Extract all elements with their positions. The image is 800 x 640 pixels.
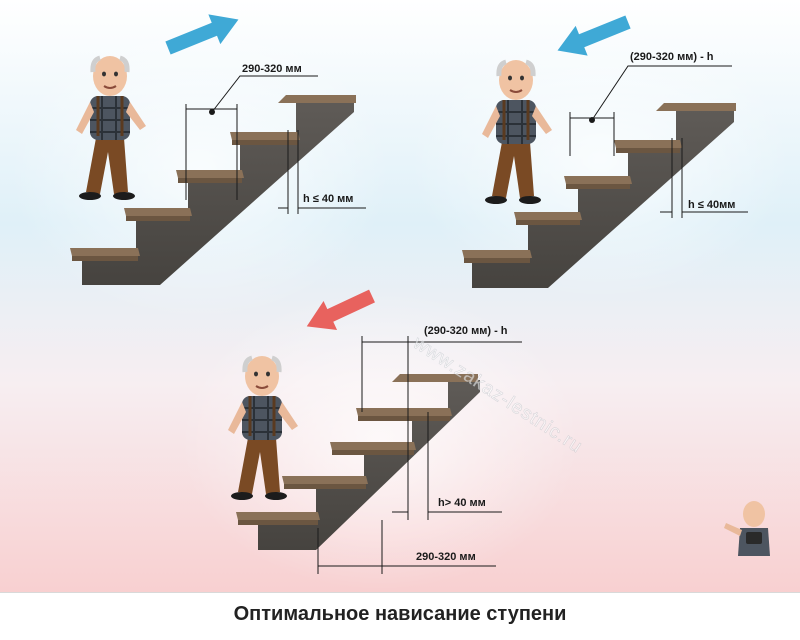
stair-top-left: [70, 95, 356, 285]
page-caption: Оптимальное нависание ступени: [233, 603, 567, 625]
dimension-lines-bottom: [317, 336, 522, 574]
label-tread-depth: (290-320 мм) - h: [630, 51, 714, 63]
tread: [330, 442, 416, 455]
tread: [462, 250, 532, 263]
tread: [564, 176, 632, 189]
stair-bottom: [236, 374, 480, 550]
tread: [70, 248, 140, 261]
tread: [614, 140, 682, 153]
label-overhang: h ≤ 40 мм: [303, 193, 353, 205]
label-overhang: h ≤ 40мм: [688, 199, 735, 211]
label-run: 290-320 мм: [416, 551, 476, 563]
label-tread-depth: 290-320 мм: [242, 63, 302, 75]
tread: [356, 408, 452, 421]
tread: [514, 212, 582, 225]
dimension-lines-top-left: [185, 75, 366, 214]
caption-bar: Оптимальное нависание ступени: [0, 592, 800, 640]
tread: [236, 512, 320, 525]
label-tread-depth: (290-320 мм) - h: [424, 325, 508, 337]
tread: [282, 476, 368, 489]
label-overhang: h> 40 мм: [438, 497, 486, 509]
tread: [176, 170, 244, 183]
arrow-up-right-icon: [165, 14, 239, 55]
arrow-down-left-icon: [306, 289, 375, 330]
stair-top-right: [462, 103, 736, 288]
tread: [230, 132, 300, 145]
arrow-down-left-icon: [557, 15, 631, 56]
tread: [124, 208, 192, 221]
